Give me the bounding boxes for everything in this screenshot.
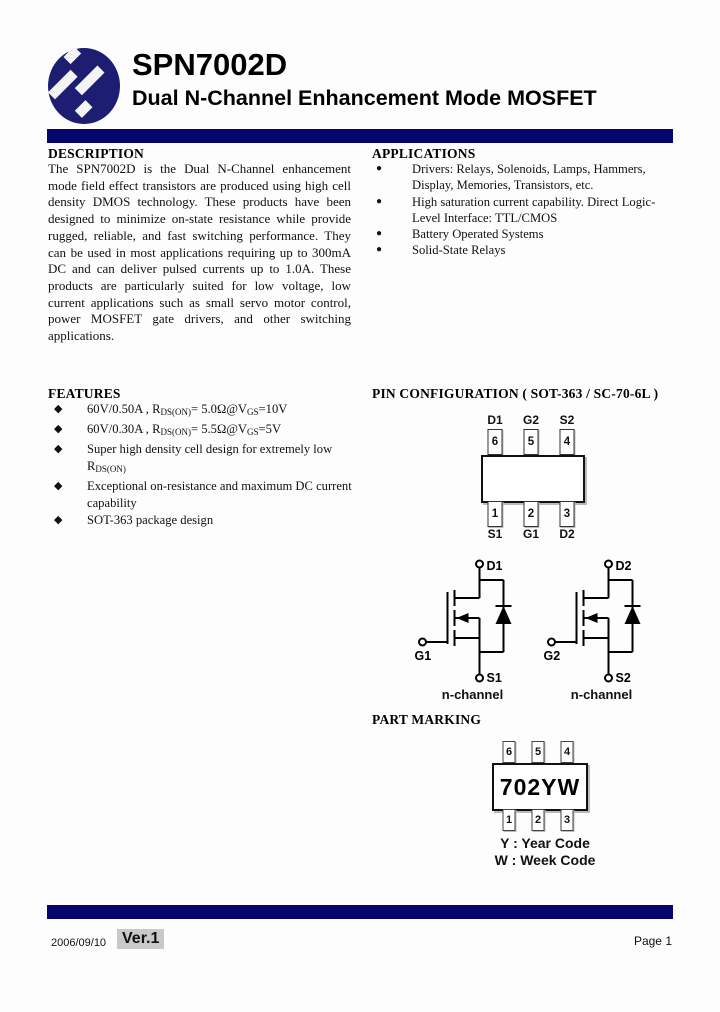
application-item-text: Drivers: Relays, Solenoids, Lamps, Hamme… xyxy=(412,162,646,193)
page-subtitle: Dual N-Channel Enhancement Mode MOSFET xyxy=(132,86,597,110)
version-badge: Ver.1 xyxy=(117,929,165,949)
device-marking-code: 702YW xyxy=(499,773,581,800)
list-item: ● Solid-State Relays xyxy=(372,242,672,258)
pin-name-label: D1 xyxy=(487,413,503,427)
footer-divider-bar xyxy=(47,905,673,919)
pin-number-box: 1 xyxy=(502,809,516,831)
package-body xyxy=(481,455,585,503)
bullet-icon: ● xyxy=(376,244,383,256)
pin-number-box: 2 xyxy=(531,809,545,831)
bullet-icon: ● xyxy=(376,195,383,207)
applications-heading: APPLICATIONS xyxy=(372,146,476,161)
feature-item-text: 60V/0.30A , RDS(ON)= 5.5Ω@VGS=5V xyxy=(87,422,282,437)
pin-number-box: 4 xyxy=(559,429,575,455)
bullet-icon: ● xyxy=(376,163,383,174)
pin-configuration-diagram: D1 G2 S2 6 5 4 1 2 3 S1 G1 D2 xyxy=(481,413,585,541)
list-item: ◆ 60V/0.50A , RDS(ON)= 5.0Ω@VGS=10V xyxy=(48,401,358,421)
application-item-text: High saturation current capability. Dire… xyxy=(412,194,656,225)
feature-item-text: Exceptional on-resistance and maximum DC… xyxy=(87,479,352,510)
page-number: Page 1 xyxy=(633,934,672,948)
diamond-bullet-icon: ◆ xyxy=(54,514,63,526)
feature-item-text: 60V/0.50A , RDS(ON)= 5.0Ω@VGS=10V xyxy=(87,402,288,417)
list-item: ● High saturation current capability. Di… xyxy=(372,194,672,227)
description-body: The SPN7002D is the Dual N-Channel enhan… xyxy=(48,161,351,344)
channel-type-label: n-channel xyxy=(570,687,633,702)
diamond-bullet-icon: ◆ xyxy=(54,480,63,492)
list-item: ◆ SOT-363 package design xyxy=(48,512,358,529)
list-item: ● Drivers: Relays, Solenoids, Lamps, Ham… xyxy=(372,161,672,194)
application-item-text: Solid-State Relays xyxy=(412,243,506,258)
gate-label: G2 xyxy=(544,649,561,663)
package-body: 702YW xyxy=(492,763,588,811)
list-item: ◆ Exceptional on-resistance and maximum … xyxy=(48,478,358,512)
drain-label: D1 xyxy=(487,559,503,573)
part-marking-diagram: 6 5 4 702YW 1 2 3 xyxy=(492,741,588,831)
pin-number-box: 6 xyxy=(502,741,516,763)
gate-label: G1 xyxy=(415,649,432,663)
mosfet-symbol-2: D2 G2 S2 n-channel xyxy=(541,556,662,702)
features-heading: FEATURES xyxy=(48,386,121,401)
list-item: ◆ Super high density cell design for ext… xyxy=(48,441,358,478)
year-code-note: Y : Year Code xyxy=(500,835,590,851)
list-item: ◆ 60V/0.30A , RDS(ON)= 5.5Ω@VGS=5V xyxy=(48,421,358,441)
features-list: ◆ 60V/0.50A , RDS(ON)= 5.0Ω@VGS=10V ◆ 60… xyxy=(48,401,358,529)
applications-list: ● Drivers: Relays, Solenoids, Lamps, Ham… xyxy=(372,161,672,259)
pin-number-box: 5 xyxy=(523,429,539,455)
feature-item-text: SOT-363 package design xyxy=(87,513,214,527)
diamond-bullet-icon: ◆ xyxy=(54,443,63,455)
pin-name-label: S1 xyxy=(487,527,503,541)
diamond-bullet-icon: ◆ xyxy=(54,423,63,435)
pin-number-box: 3 xyxy=(560,809,574,831)
pin-name-label: G2 xyxy=(522,413,540,427)
drain-label: D2 xyxy=(616,559,632,573)
part-marking-heading: PART MARKING xyxy=(372,712,482,727)
list-item: ● Battery Operated Systems xyxy=(372,226,672,242)
pin-name-label: G1 xyxy=(522,527,540,541)
company-logo-icon xyxy=(46,45,122,125)
description-heading: DESCRIPTION xyxy=(48,146,144,161)
channel-type-label: n-channel xyxy=(441,687,504,702)
mosfet-symbol-1: D1 G1 S1 n-channel xyxy=(412,556,533,702)
pin-number-box: 6 xyxy=(487,429,503,455)
source-label: S1 xyxy=(487,671,502,685)
diamond-bullet-icon: ◆ xyxy=(54,403,63,415)
pin-name-label: S2 xyxy=(559,413,575,427)
pin-configuration-heading: PIN CONFIGURATION ( SOT-363 / SC-70-6L ) xyxy=(372,386,659,401)
bullet-icon: ● xyxy=(376,228,383,240)
pin-number-box: 3 xyxy=(559,501,575,527)
pin-number-box: 1 xyxy=(487,501,503,527)
pin-number-box: 2 xyxy=(523,501,539,527)
pin-number-box: 5 xyxy=(531,741,545,763)
pin-name-label: D2 xyxy=(559,527,575,541)
application-item-text: Battery Operated Systems xyxy=(412,227,544,242)
document-date: 2006/09/10 xyxy=(51,937,107,949)
schematic-symbols: D1 G1 S1 n-channel xyxy=(412,556,662,702)
header-divider-bar xyxy=(47,129,673,143)
source-label: S2 xyxy=(616,671,631,685)
week-code-note: W : Week Code xyxy=(494,852,596,868)
pin-number-box: 4 xyxy=(560,741,574,763)
feature-item-text: Super high density cell design for extre… xyxy=(87,442,333,474)
part-number-title: SPN7002D xyxy=(132,47,288,82)
